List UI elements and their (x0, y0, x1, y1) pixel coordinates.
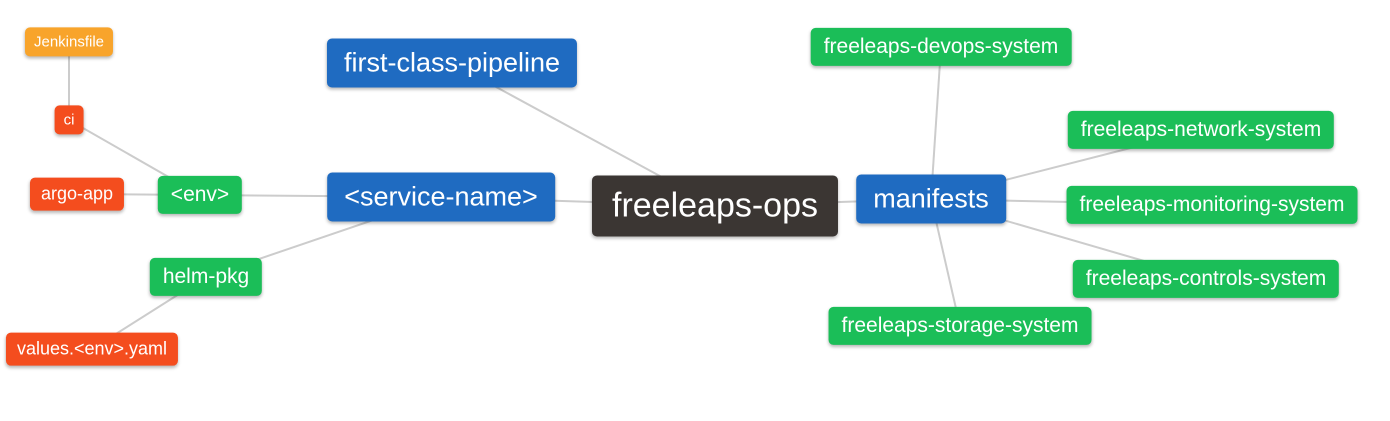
mindmap-node-service-name[interactable]: <service-name> (327, 172, 555, 222)
mindmap-node-freeleaps-devops-system[interactable]: freeleaps-devops-system (810, 27, 1072, 67)
mindmap-node-values-env-yaml[interactable]: values.<env>.yaml (5, 332, 179, 366)
mindmap-node-freeleaps-storage-system[interactable]: freeleaps-storage-system (828, 306, 1092, 346)
mindmap-node-freeleaps-monitoring-system[interactable]: freeleaps-monitoring-system (1066, 185, 1358, 225)
mindmap-node-freeleaps-controls-system[interactable]: freeleaps-controls-system (1072, 259, 1340, 299)
mindmap-node-freeleaps-network-system[interactable]: freeleaps-network-system (1067, 110, 1335, 150)
mindmap-node-freeleaps-ops[interactable]: freeleaps-ops (591, 175, 839, 237)
mindmap-node-manifests[interactable]: manifests (856, 174, 1006, 224)
edge-manifests-to-freeleaps-devops-system (930, 46, 942, 200)
mindmap-node-helm-pkg[interactable]: helm-pkg (149, 257, 263, 297)
mindmap-node-env[interactable]: <env> (157, 175, 243, 215)
mindmap-node-first-class-pipeline[interactable]: first-class-pipeline (326, 38, 578, 88)
mindmap-node-argo-app[interactable]: argo-app (29, 177, 125, 211)
mindmap-node-ci[interactable]: ci (54, 105, 84, 135)
mindmap-node-jenkinsfile[interactable]: Jenkinsfile (24, 27, 114, 57)
